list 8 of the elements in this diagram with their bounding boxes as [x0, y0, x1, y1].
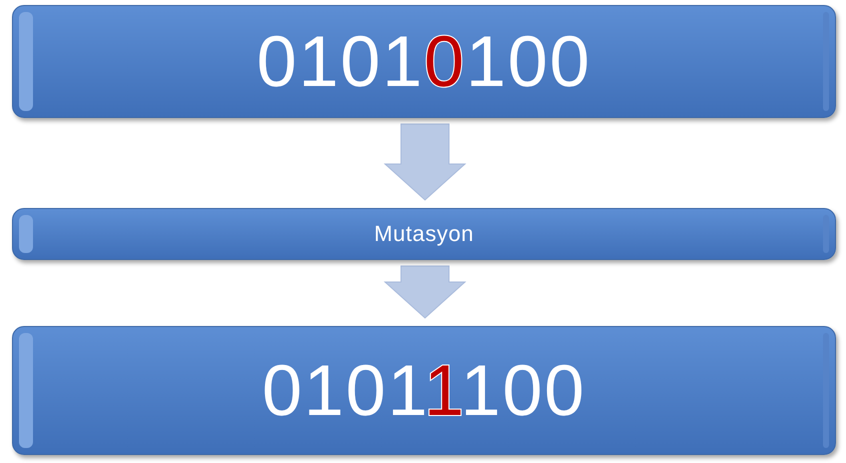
- box-text: 01010100: [256, 26, 592, 98]
- process-box: [12, 208, 836, 260]
- block-arrow: [384, 266, 466, 319]
- block-arrow: [384, 124, 466, 201]
- process-box: [12, 326, 836, 455]
- process-box: [12, 5, 836, 118]
- box-text: Mutasyon: [374, 223, 474, 245]
- box-text: 01011100: [262, 354, 586, 426]
